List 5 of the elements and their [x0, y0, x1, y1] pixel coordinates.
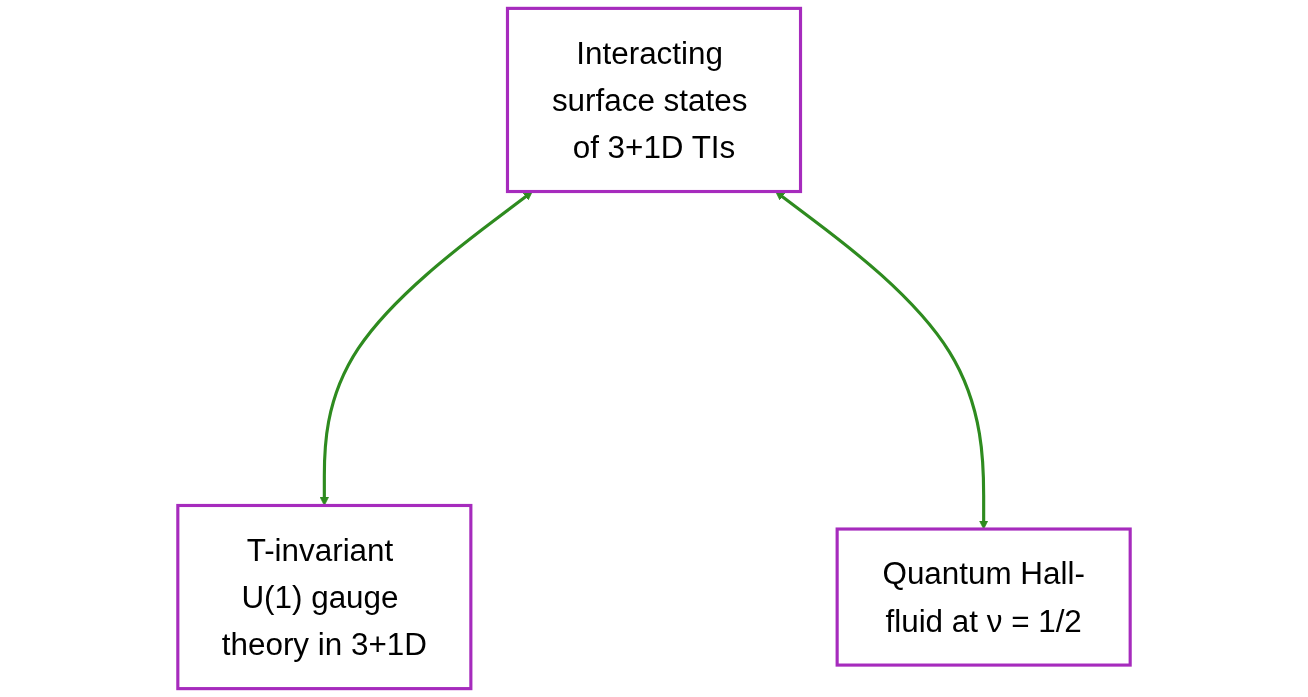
arrow — [319, 191, 533, 506]
arrow — [775, 191, 989, 530]
node-box: T-invariant U(1) gauge theory in 3+1D — [176, 503, 473, 691]
node-box: Quantum Hall-fluid at ν = 1/2 — [835, 527, 1132, 667]
node-box: Interacting surface states of 3+1D TIs — [505, 6, 803, 194]
